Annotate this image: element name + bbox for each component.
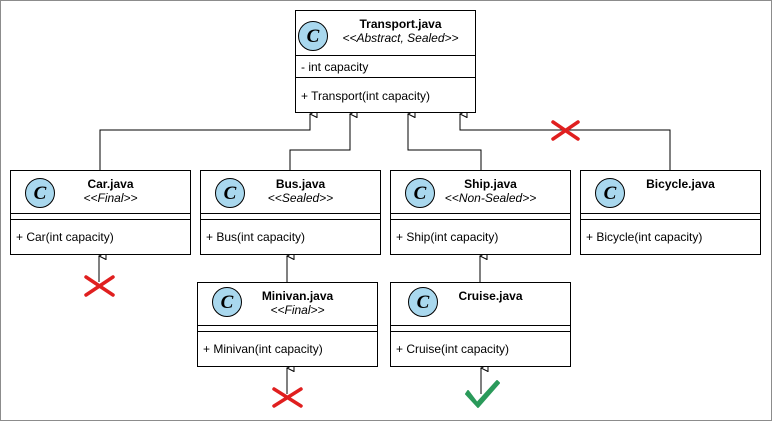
edge-ship-transport [408, 114, 482, 170]
class-method: + Transport(int capacity) [301, 89, 431, 103]
class-method: + Minivan(int capacity) [203, 342, 323, 356]
class-stereotype: <<Abstract, Sealed>> [342, 31, 459, 45]
class-car[interactable]: C Car.java <<Final>> + Car(int capacity) [10, 170, 191, 255]
class-bus[interactable]: C Bus.java <<Sealed>> + Bus(int capacity… [200, 170, 381, 255]
checkmark-icon [465, 380, 500, 408]
class-method: + Car(int capacity) [16, 230, 114, 244]
class-name: Transport.java [359, 17, 442, 31]
class-icon: C [408, 287, 438, 317]
class-icon: C [405, 178, 435, 208]
cross-icon [272, 387, 303, 408]
class-stereotype: <<Non-Sealed>> [444, 191, 537, 205]
class-method: + Ship(int capacity) [396, 230, 499, 244]
class-name: Bicycle.java [646, 177, 715, 191]
class-method: + Bus(int capacity) [206, 230, 306, 244]
class-icon: C [215, 178, 245, 208]
class-method: + Cruise(int capacity) [396, 342, 510, 356]
class-transport[interactable]: C Transport.java <<Abstract, Sealed>> - … [295, 10, 476, 113]
edge-bus-transport [289, 114, 350, 170]
class-stereotype: <<Final>> [83, 191, 138, 205]
class-name: Car.java [87, 177, 134, 191]
class-method: + Bicycle(int capacity) [586, 230, 703, 244]
class-stereotype: <<Final>> [270, 303, 325, 317]
class-field: - int capacity [301, 60, 369, 74]
class-icon: C [298, 21, 328, 51]
class-stereotype: <<Sealed>> [267, 191, 334, 205]
cross-icon [84, 275, 115, 297]
class-name: Cruise.java [458, 289, 523, 303]
class-icon: C [25, 178, 55, 208]
edge-bicycle-transport [460, 114, 671, 170]
edge-car-transport [99, 114, 310, 170]
class-icon: C [212, 287, 242, 317]
class-cruise[interactable]: C Cruise.java + Cruise(int capacity) [390, 282, 571, 367]
class-ship[interactable]: C Ship.java <<Non-Sealed>> + Ship(int ca… [390, 170, 571, 255]
class-minivan[interactable]: C Minivan.java <<Final>> + Minivan(int c… [197, 282, 378, 367]
class-name: Ship.java [464, 177, 517, 191]
class-bicycle[interactable]: C Bicycle.java + Bicycle(int capacity) [580, 170, 761, 255]
class-name: Bus.java [275, 177, 326, 191]
cross-icon [551, 120, 580, 141]
class-icon: C [595, 178, 625, 208]
class-name: Minivan.java [261, 289, 334, 303]
